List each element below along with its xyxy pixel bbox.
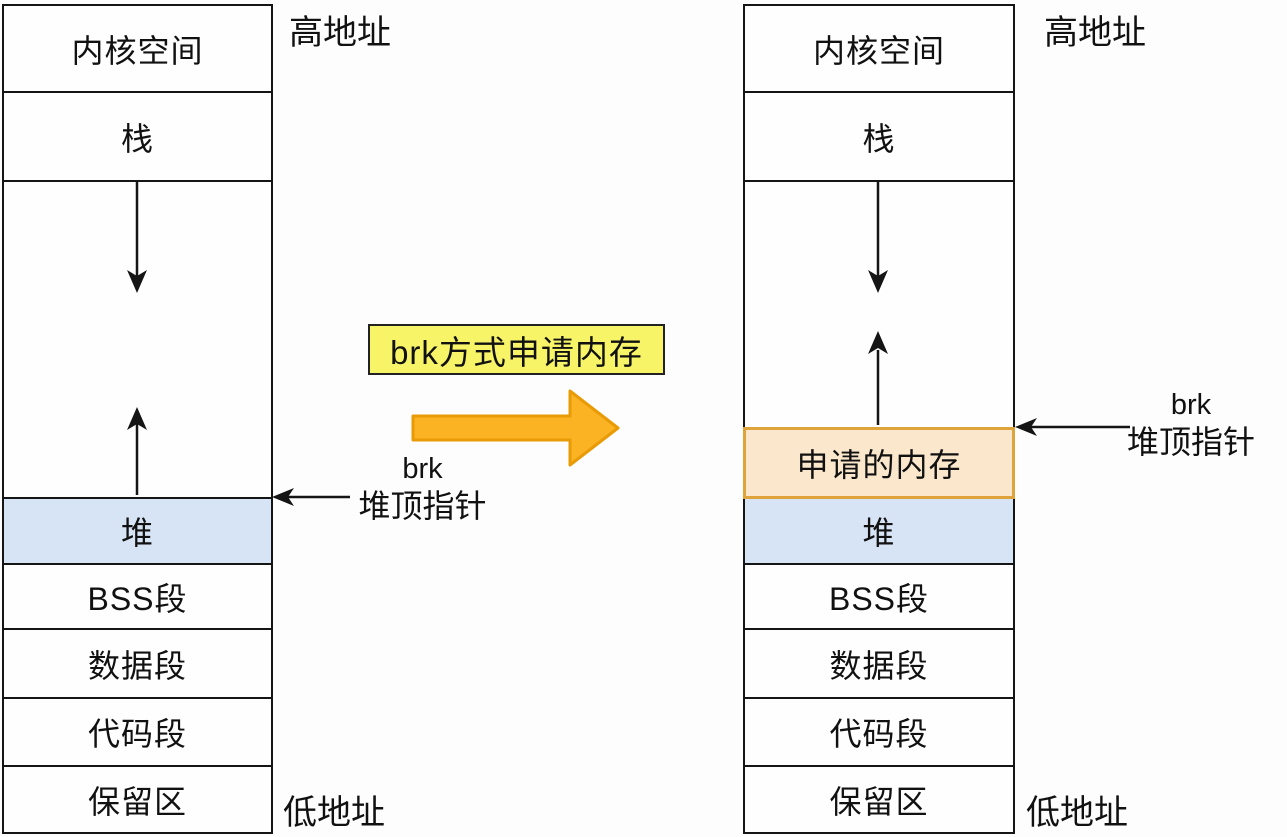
segment-kernel-space: 内核空间 — [743, 4, 1015, 93]
segment-label: 栈 — [120, 120, 154, 157]
segment-bss: BSS段 — [2, 563, 273, 630]
segment-heap: 堆 — [2, 497, 273, 565]
segment-code: 代码段 — [743, 697, 1015, 767]
brk-label: brk — [402, 453, 443, 485]
segment-unmapped-gap — [743, 180, 1015, 429]
heap-top-pointer-label: 堆顶指针 — [1126, 424, 1255, 460]
segment-heap: 堆 — [743, 497, 1015, 565]
segment-label: 数据段 — [829, 647, 929, 684]
segment-label: 堆 — [120, 515, 154, 551]
heap-top-pointer-arrow-icon — [272, 488, 350, 506]
segment-label: 保留区 — [829, 783, 929, 820]
brk-label: brk — [1170, 389, 1212, 421]
heap-top-pointer-label: 堆顶指针 — [358, 488, 487, 524]
segment-kernel-space: 内核空间 — [2, 4, 273, 93]
segment-reserved: 保留区 — [743, 765, 1015, 834]
segment-data: 数据段 — [743, 628, 1015, 699]
segment-label: 栈 — [862, 120, 896, 157]
segment-data: 数据段 — [2, 628, 273, 699]
segment-label: 申请的内存 — [796, 447, 962, 483]
segment-label: 堆 — [862, 515, 896, 551]
heap-top-pointer-note-right: brk 堆顶指针 — [1106, 388, 1276, 462]
low-address-label-left: 低地址 — [283, 794, 385, 832]
segment-label: 保留区 — [87, 783, 187, 820]
memory-column-after: 内核空间 栈 申请的内存 堆 BSS段 数据段 代码段 保留区 — [743, 4, 1015, 834]
segment-label: 代码段 — [87, 716, 187, 752]
high-address-label-right: 高地址 — [1044, 14, 1146, 52]
memory-column-before: 内核空间 栈 堆 BSS段 数据段 代码段 保留区 — [2, 4, 273, 834]
segment-unmapped-gap — [2, 180, 273, 499]
brk-action-badge: brk方式申请内存 — [368, 324, 665, 375]
segment-stack: 栈 — [2, 91, 273, 182]
segment-bss: BSS段 — [743, 563, 1015, 630]
segment-stack: 栈 — [743, 91, 1015, 182]
segment-label: BSS段 — [828, 580, 930, 617]
segment-reserved: 保留区 — [2, 765, 273, 834]
segment-code: 代码段 — [2, 697, 273, 767]
segment-label: 内核空间 — [812, 32, 945, 69]
segment-label: 代码段 — [829, 716, 929, 752]
high-address-label-left: 高地址 — [289, 14, 391, 52]
low-address-label-right: 低地址 — [1026, 794, 1128, 832]
segment-requested-memory: 申请的内存 — [743, 427, 1015, 499]
segment-label: BSS段 — [87, 580, 188, 617]
segment-label: 数据段 — [87, 647, 187, 684]
segment-label: 内核空间 — [71, 32, 204, 69]
heap-top-pointer-note-left: brk 堆顶指针 — [340, 452, 505, 526]
